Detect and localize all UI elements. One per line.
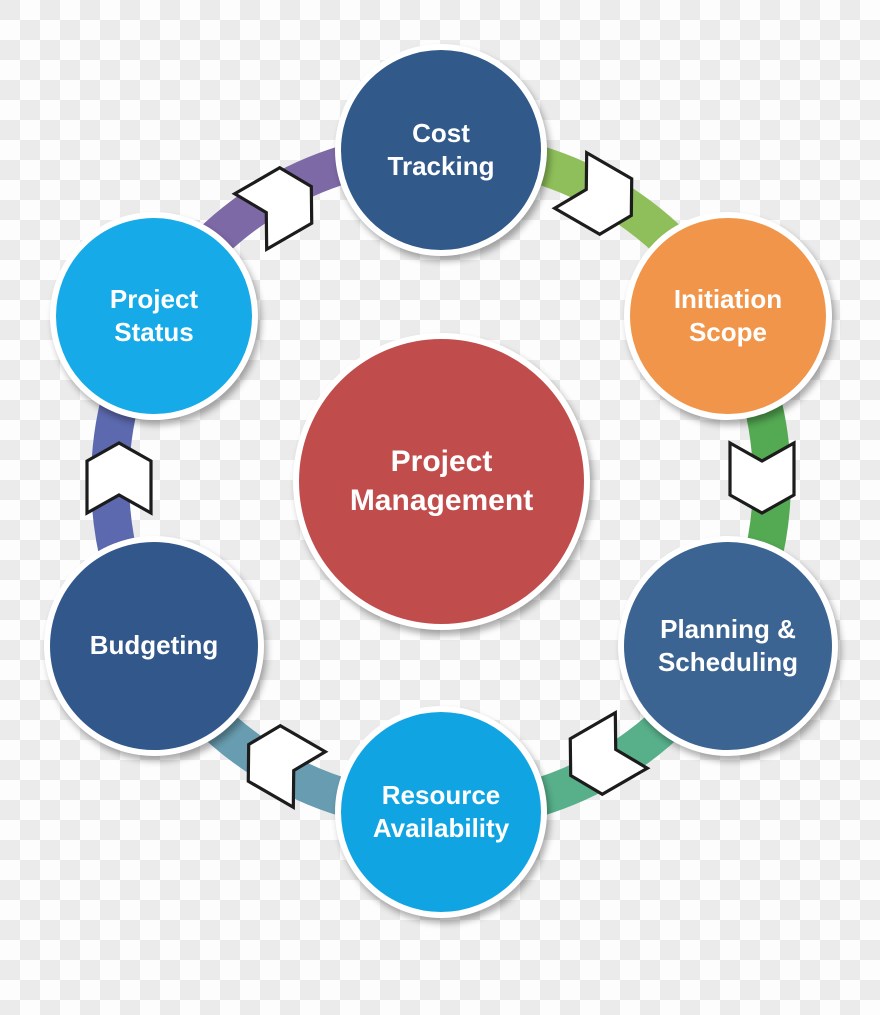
chevron-arrow-icon	[551, 150, 634, 237]
node-project-status: Project Status	[50, 212, 258, 420]
label-line: Scope	[688, 317, 767, 347]
label-line: Status	[114, 317, 194, 347]
node-label: Resource Availability	[373, 779, 509, 846]
node-initiation-scope: Initiation Scope	[624, 212, 832, 420]
label-line: Resource	[381, 779, 501, 810]
label-line: Budgeting	[89, 630, 219, 661]
label-line: Cost	[412, 117, 470, 148]
chevron-arrow-icon	[85, 441, 153, 516]
label-line: Availability	[372, 813, 510, 843]
node-label: Initiation Scope	[674, 283, 782, 350]
label-line: Management	[349, 483, 534, 517]
node-cost-tracking: Cost Tracking	[335, 44, 547, 256]
node-resource-availability: Resource Availability	[335, 706, 547, 918]
node-label: Project Management	[350, 443, 533, 520]
node-label: Budgeting	[90, 629, 219, 662]
label-line: Planning &	[660, 613, 796, 644]
node-label: Cost Tracking	[388, 117, 495, 184]
label-line: Tracking	[387, 151, 495, 181]
chevron-arrow-icon	[231, 165, 314, 252]
chevron-arrow-icon	[246, 723, 329, 810]
node-label: Planning & Scheduling	[658, 613, 798, 680]
label-line: Scheduling	[657, 647, 799, 677]
node-project-management: Project Management	[293, 333, 590, 630]
chevron-arrow-icon	[728, 440, 796, 515]
node-label: Project Status	[110, 283, 198, 350]
node-planning-scheduling: Planning & Scheduling	[618, 536, 838, 756]
label-line: Project	[109, 283, 199, 314]
node-budgeting: Budgeting	[44, 536, 264, 756]
label-line: Initiation	[673, 283, 783, 314]
chevron-arrow-icon	[568, 710, 651, 797]
label-line: Project	[390, 445, 493, 479]
